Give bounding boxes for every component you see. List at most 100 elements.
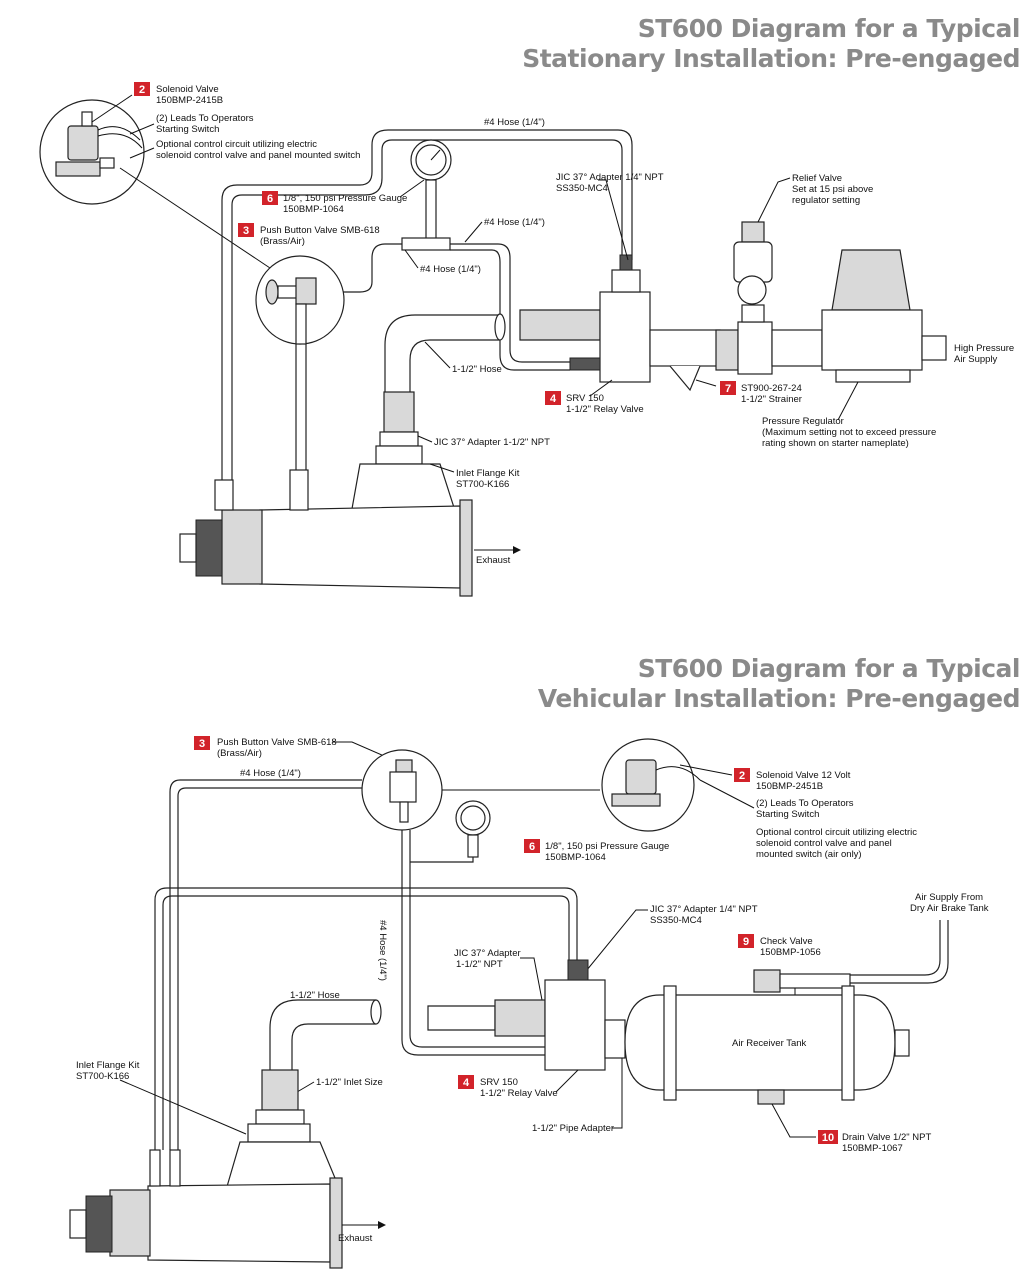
- vehicular-badge-10: [818, 1130, 838, 1144]
- vehicular-solenoid-part: 150BMP-2451B: [756, 781, 823, 792]
- stationary-optional-label: Optional control circuit utilizing elect…: [156, 139, 317, 150]
- vehicular-jic-sub: 1-1/2" NPT: [456, 959, 503, 970]
- stationary-jic-label: JIC 37° Adapter 1/4" NPT: [556, 172, 664, 183]
- stationary-main-hose: [384, 314, 500, 400]
- stationary-pressure-gauge: [410, 139, 452, 241]
- vehicular-solenoid-label: Solenoid Valve 12 Volt: [756, 770, 851, 781]
- stationary-regulator-label: Pressure Regulator: [762, 416, 844, 427]
- stationary-hose-top-label: #4 Hose (1/4"): [484, 117, 545, 128]
- vehicular-badge-3: [194, 736, 210, 750]
- stationary-gauge-label: 1/8", 150 psi Pressure Gauge: [283, 193, 407, 204]
- vehicular-check-part: 150BMP-1056: [760, 947, 821, 958]
- vehicular-badge-9-num: 9: [743, 936, 749, 948]
- stationary-solenoid-detail: [39, 99, 271, 269]
- vehicular-hose-15-label: 1-1/2" Hose: [290, 990, 340, 1001]
- stationary-diagram-title: ST600 Diagram for a Typical Stationary I…: [522, 14, 1020, 74]
- vehicular-badge-4-num: 4: [463, 1077, 470, 1089]
- vehicular-push-button-label: Push Button Valve SMB-618: [217, 737, 337, 748]
- vehicular-solenoid-detail: [601, 738, 701, 832]
- vehicular-gauge-label: 1/8", 150 psi Pressure Gauge: [545, 841, 669, 852]
- vehicular-relay-valve: [427, 959, 626, 1071]
- stationary-badge-4-num: 4: [550, 393, 557, 405]
- stationary-srv-sub: 1-1/2" Relay Valve: [566, 404, 644, 415]
- stationary-push-button-label: Push Button Valve SMB-618: [260, 225, 380, 236]
- stationary-hose-low-label: #4 Hose (1/4"): [420, 264, 481, 275]
- vehicular-jic14-label: JIC 37° Adapter 1/4" NPT: [650, 904, 758, 915]
- stationary-solenoid-label: Solenoid Valve: [156, 84, 219, 95]
- stationary-strainer-sub: 1-1/2" Strainer: [741, 394, 802, 405]
- stationary-solenoid-part: 150BMP-2415B: [156, 95, 223, 106]
- vehicular-pipe-adapter-label: 1-1/2" Pipe Adapter: [532, 1123, 614, 1134]
- vehicular-exhaust-label: Exhaust: [338, 1233, 373, 1244]
- stationary-badge-3-num: 3: [243, 225, 249, 237]
- vehicular-tank-label: Air Receiver Tank: [732, 1038, 807, 1049]
- vehicular-badge-3-num: 3: [199, 738, 205, 750]
- stationary-badge-3: [238, 223, 254, 237]
- stationary-jic-part: SS350-MC4: [556, 183, 608, 194]
- stationary-strainer: [649, 321, 823, 392]
- stationary-jic15-label: JIC 37° Adapter 1-1/2" NPT: [434, 437, 550, 448]
- vehicular-badge-6-num: 6: [529, 841, 535, 853]
- vehicular-optional-label2: solenoid control valve and panel: [756, 838, 892, 849]
- vehicular-hose-left: [169, 779, 362, 1150]
- vehicular-airsupply-label: Air Supply From: [915, 892, 983, 903]
- vehicular-leads-label: (2) Leads To Operators: [756, 798, 854, 809]
- stationary-badge-7: [720, 381, 736, 395]
- vehicular-srv-sub: 1-1/2" Relay Valve: [480, 1088, 558, 1099]
- vehicular-diagram-title: ST600 Diagram for a Typical Vehicular In…: [537, 654, 1021, 714]
- stationary-relief-label: Relief Valve: [792, 173, 842, 184]
- vehicular-badge-2: [734, 768, 750, 782]
- stationary-regulator-sub1: (Maximum setting not to exceed pressure: [762, 427, 936, 438]
- stationary-tee-fitting: [401, 237, 451, 251]
- vehicular-push-button-detail: [361, 749, 443, 831]
- vehicular-check-label: Check Valve: [760, 936, 813, 947]
- stationary-pressure-regulator: [821, 249, 947, 383]
- stationary-relief-sub2: regulator setting: [792, 195, 860, 206]
- stationary-jic-adapter-1-5: [379, 391, 419, 447]
- stationary-badge-6: [262, 191, 278, 205]
- vehicular-leads-label2: Starting Switch: [756, 809, 819, 820]
- vehicular-jic14-part: SS350-MC4: [650, 915, 702, 926]
- vehicular-badge-6: [524, 839, 540, 853]
- vehicular-diagram: 3 Push Button Valve SMB-618 (Brass/Air) …: [69, 736, 989, 1269]
- vehicular-title-line2: Vehicular Installation: Pre-engaged: [537, 684, 1021, 713]
- vehicular-check-valve: [753, 969, 851, 996]
- stationary-hose-top: [221, 129, 633, 480]
- vehicular-inlet-label: Inlet Flange Kit: [76, 1060, 140, 1071]
- stationary-inlet-part: ST700-K166: [456, 479, 509, 490]
- stationary-starter-motor: [179, 469, 473, 597]
- vehicular-main-hose: [269, 999, 376, 1070]
- stationary-diagram: 2 Solenoid Valve 150BMP-2415B (2) Leads …: [39, 82, 1014, 597]
- stationary-inlet-flange: [349, 445, 459, 521]
- stationary-push-button-detail: [255, 255, 345, 345]
- vehicular-badge-4: [458, 1075, 474, 1089]
- stationary-push-button-sub: (Brass/Air): [260, 236, 305, 247]
- vehicular-srv-label: SRV 150: [480, 1077, 518, 1088]
- vehicular-inlet-size-label: 1-1/2" Inlet Size: [316, 1077, 383, 1088]
- stationary-gauge-part: 150BMP-1064: [283, 204, 344, 215]
- stationary-air-supply-label: Air Supply: [954, 354, 998, 365]
- stationary-relief-valve: [733, 221, 773, 323]
- vehicular-inlet-part: ST700-K166: [76, 1071, 129, 1082]
- vehicular-title-line1: ST600 Diagram for a Typical: [637, 654, 1021, 683]
- stationary-hose-mid-label: #4 Hose (1/4"): [484, 217, 545, 228]
- vehicular-drain-label: Drain Valve 1/2" NPT: [842, 1132, 931, 1143]
- vehicular-push-button-sub: (Brass/Air): [217, 748, 262, 759]
- stationary-optional-label2: solenoid control valve and panel mounted…: [156, 150, 360, 161]
- stationary-badge-4: [545, 391, 561, 405]
- stationary-title-line2: Stationary Installation: Pre-engaged: [522, 44, 1020, 73]
- stationary-inlet-label: Inlet Flange Kit: [456, 468, 520, 479]
- vehicular-inlet-assembly: [225, 1069, 341, 1191]
- stationary-badge-2-num: 2: [139, 84, 145, 96]
- stationary-hose-15-label: 1-1/2" Hose: [452, 364, 502, 375]
- vehicular-air-receiver-tank: [624, 985, 910, 1105]
- stationary-leads-label: (2) Leads To Operators: [156, 113, 254, 124]
- vehicular-hose-vertical-label: #4 Hose (1/4"): [377, 920, 388, 981]
- vehicular-gauge-part: 150BMP-1064: [545, 852, 606, 863]
- vehicular-jic-label: JIC 37° Adapter: [454, 948, 521, 959]
- stationary-srv-label: SRV 150: [566, 393, 604, 404]
- vehicular-airsupply-label2: Dry Air Brake Tank: [910, 903, 989, 914]
- vehicular-hose-vertical: [401, 830, 555, 1056]
- stationary-title-line1: ST600 Diagram for a Typical: [637, 14, 1021, 43]
- vehicular-badge-9: [738, 934, 754, 948]
